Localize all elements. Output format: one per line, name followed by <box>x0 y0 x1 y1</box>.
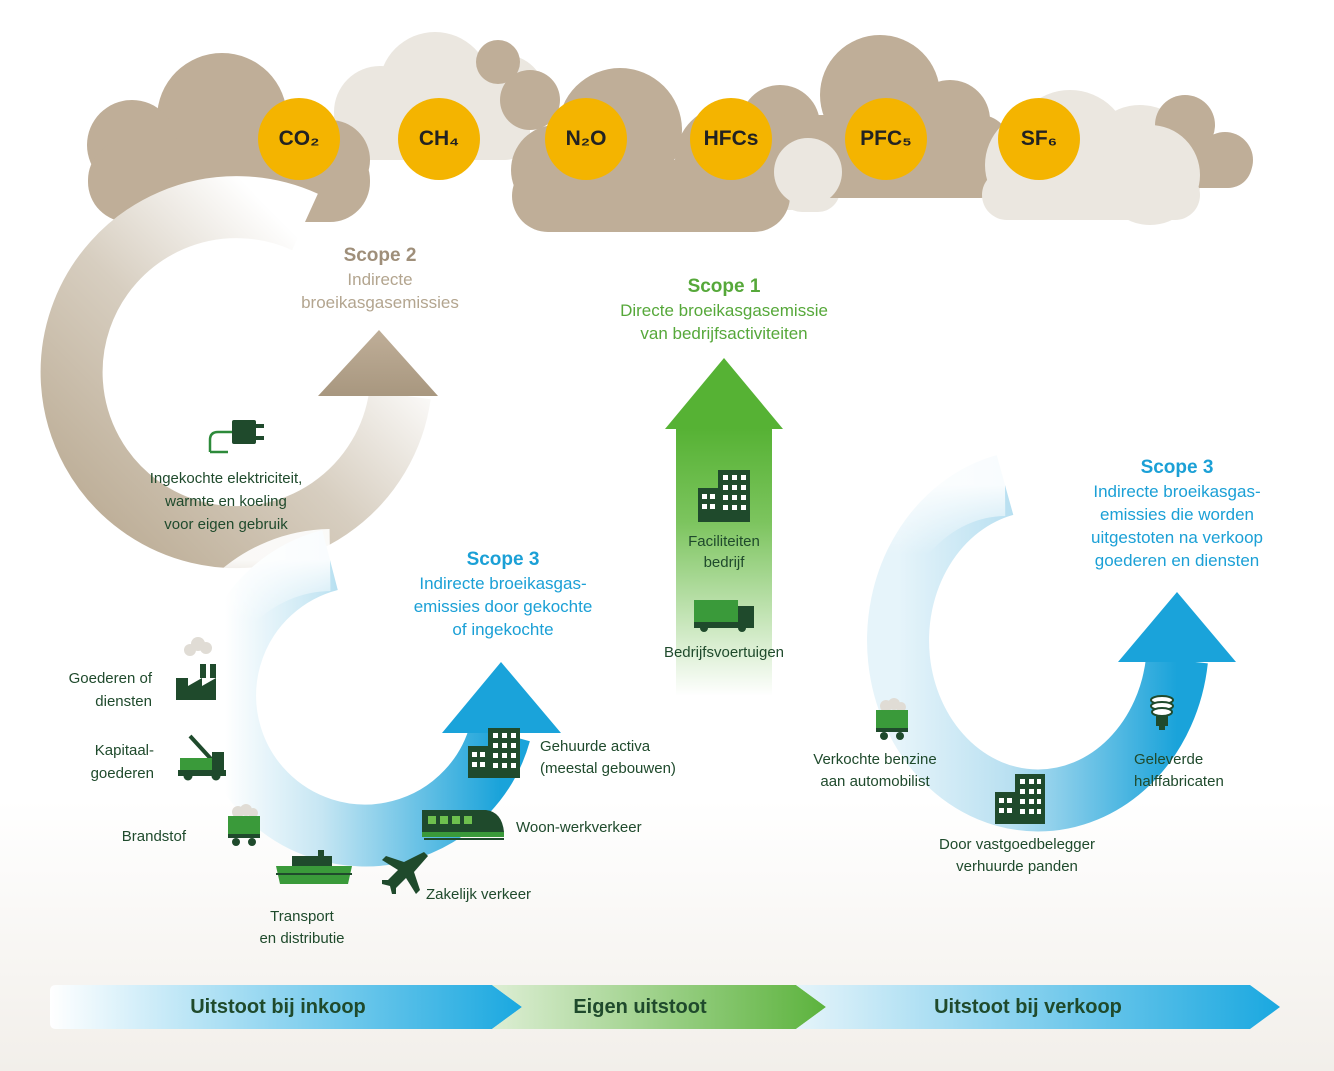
gas-sf6: SF₆ <box>998 98 1080 180</box>
scope2-desc-line2: broeikasgasemissies <box>301 293 459 312</box>
semi-label-line1: Geleverde <box>1134 751 1204 768</box>
scope3-downstream-desc-line2: emissies die worden <box>1099 505 1254 524</box>
rented-building-icon <box>995 774 1045 824</box>
scope1-vehicles: Bedrijfsvoertuigen <box>663 644 785 661</box>
capital-label-line2: goederen <box>90 765 154 782</box>
bar-label-sale: Uitstoot bij verkoop <box>934 996 1122 1018</box>
rented-label-line1: Door vastgoedbelegger <box>939 836 1095 853</box>
light-bulb-icon <box>1150 695 1174 730</box>
gas-n2o: N₂O <box>545 98 627 180</box>
bar-label-own: Eigen uitstoot <box>573 996 707 1018</box>
rented-label-line2: verhuurde panden <box>956 858 1078 875</box>
train-icon <box>422 810 504 840</box>
truck-icon <box>694 600 754 632</box>
fuel-label: Brandstof <box>121 828 186 845</box>
scope2-desc-line1: Indirecte <box>347 270 413 289</box>
petrol-label-line1: Verkochte benzine <box>813 751 937 768</box>
scope1-desc-line2: van bedrijfsactiviteiten <box>640 324 808 343</box>
transport-label-line1: Transport <box>270 908 334 925</box>
semi-label-line2: halffabricaten <box>1134 773 1224 790</box>
scope2-title: Scope 2 <box>343 245 417 266</box>
bar-segment-sale <box>796 985 1280 1029</box>
goods-label-line1: Goederen of <box>68 670 152 687</box>
gas-co2: CO₂ <box>258 98 340 180</box>
gas-pfcs: PFC₅ <box>845 98 927 180</box>
capital-label-line1: Kapitaal- <box>94 742 154 759</box>
scope3-upstream-desc-line1: Indirecte broeikasgas- <box>419 574 587 593</box>
leased-building-icon <box>468 728 520 778</box>
factory-icon <box>176 637 216 700</box>
ship-icon <box>276 850 352 884</box>
transport-label-line2: en distributie <box>259 930 345 947</box>
scope2-source-line1: Ingekochte elektriciteit, <box>149 470 303 487</box>
scope1-facilities-line1: Faciliteiten <box>688 533 760 550</box>
scope2-source-line3: voor eigen gebruik <box>164 516 288 533</box>
bar-segment-own <box>492 985 826 1029</box>
fuel-wagon-icon <box>876 698 908 740</box>
leased-label-line1: Gehuurde activa <box>540 738 651 755</box>
plug-icon <box>208 420 264 454</box>
bar-label-purchase: Uitstoot bij inkoop <box>190 996 366 1018</box>
scope3-upstream-desc-line3: of ingekochte <box>452 620 554 639</box>
scope3-downstream-desc-line1: Indirecte broeikasgas- <box>1093 482 1261 501</box>
scope3-upstream-title: Scope 3 <box>466 549 540 570</box>
building-icon <box>698 470 750 522</box>
scope3-upstream-desc-line2: emissies door gekochte <box>413 597 593 616</box>
crane-truck-icon <box>178 734 226 781</box>
scope2-arrow <box>40 176 438 569</box>
scope1-facilities-line2: bedrijf <box>703 554 745 571</box>
coal-wagon-icon <box>228 804 260 846</box>
scope1-desc-line1: Directe broeikasgasemissie <box>620 301 828 320</box>
goods-label-line2: diensten <box>95 693 152 710</box>
bottom-flow-bar <box>50 985 1280 1029</box>
scope3-downstream-title: Scope 3 <box>1140 457 1214 478</box>
scope3-downstream-desc-line4: goederen en diensten <box>1094 551 1260 570</box>
scope1-title: Scope 1 <box>687 276 761 297</box>
scope3-downstream-desc-line3: uitgestoten na verkoop <box>1090 528 1263 547</box>
commuting-label: Woon-werkverkeer <box>516 819 642 836</box>
gas-hfcs: HFCs <box>690 98 772 180</box>
leased-label-line2: (meestal gebouwen) <box>540 760 676 777</box>
scope3-downstream-arrow <box>835 454 1236 832</box>
airplane-icon <box>382 852 428 894</box>
scope3-upstream-arrow <box>161 529 561 867</box>
business-travel-label: Zakelijk verkeer <box>426 886 532 903</box>
gas-ch4: CH₄ <box>398 98 480 180</box>
bar-segment-purchase <box>50 985 522 1029</box>
scope2-source-line2: warmte en koeling <box>165 493 287 510</box>
petrol-label-line2: aan automobilist <box>820 773 930 790</box>
